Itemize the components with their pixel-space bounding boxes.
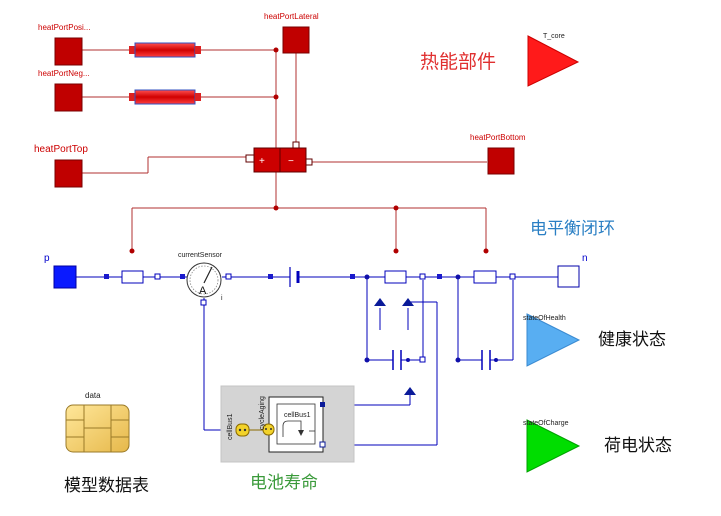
life-annotation: 电池寿命 <box>250 473 318 493</box>
health-annotation: 健康状态 <box>598 330 666 350</box>
thermal-resistor-pos[interactable] <box>129 42 201 58</box>
sim-card-icon[interactable] <box>65 404 130 453</box>
resistor-2[interactable] <box>384 270 426 284</box>
thermal-resistor-neg[interactable] <box>129 89 201 105</box>
data-icon-label: data <box>85 391 101 400</box>
svg-text:−: − <box>288 156 294 167</box>
voltage-source[interactable] <box>289 267 300 287</box>
soc-output[interactable] <box>526 419 581 473</box>
datatable-annotation: 模型数据表 <box>64 476 149 496</box>
pin-p-label: p <box>44 253 50 264</box>
aging-inner-label: cellBus1 <box>284 412 311 419</box>
heat-port-pos[interactable] <box>54 37 83 66</box>
heat-port-neg[interactable] <box>54 83 83 112</box>
t-core-label: T_core <box>543 33 565 40</box>
current-sensor-port-label: i <box>221 295 223 302</box>
svg-text:+: + <box>259 156 265 167</box>
aging-label: cycleAging <box>259 396 266 430</box>
charge-annotation: 荷电状态 <box>604 436 672 456</box>
thermal-wires <box>82 49 487 251</box>
thermal-annotation: 热能部件 <box>420 51 496 73</box>
input-arrow-1[interactable] <box>374 298 386 306</box>
heat-port-lateral[interactable] <box>282 26 310 54</box>
heat-port-lateral-label: heatPortLateral <box>264 12 319 21</box>
bus-label: cellBus1 <box>227 413 234 440</box>
thermal-connector-block[interactable]: + − <box>245 141 313 173</box>
input-arrow-3[interactable] <box>404 387 416 395</box>
t-core-output[interactable] <box>527 35 580 87</box>
pin-n[interactable] <box>557 265 580 288</box>
input-arrow-2[interactable] <box>402 298 414 306</box>
heat-port-top[interactable] <box>54 159 83 188</box>
capacitor-2[interactable] <box>476 350 496 370</box>
resistor-1[interactable] <box>121 270 161 284</box>
balance-annotation: 电平衡闭环 <box>530 219 615 239</box>
thermal-junctions <box>129 47 489 254</box>
electric-junctions <box>364 274 515 363</box>
pin-n-label: n <box>582 253 588 264</box>
heat-port-pos-label: heatPortPosi... <box>38 23 90 32</box>
current-sensor[interactable]: A <box>186 262 232 306</box>
capacitor-1[interactable] <box>387 350 426 370</box>
heat-port-neg-label: heatPortNeg... <box>38 69 90 78</box>
heat-port-top-label: heatPortTop <box>34 144 88 155</box>
resistor-3[interactable] <box>473 270 516 284</box>
pin-p[interactable] <box>53 265 77 289</box>
soh-output[interactable] <box>526 313 581 367</box>
ammeter-icon: A <box>199 285 207 297</box>
soh-label: stateOfHealth <box>523 315 566 322</box>
heat-port-bottom-label: heatPortBottom <box>470 133 526 142</box>
electric-terminal-dots <box>104 274 442 279</box>
heat-port-bottom[interactable] <box>487 147 515 175</box>
battery-aging-block[interactable] <box>220 385 355 463</box>
soc-label: stateOfCharge <box>523 420 569 427</box>
current-sensor-label: currentSensor <box>178 252 223 259</box>
